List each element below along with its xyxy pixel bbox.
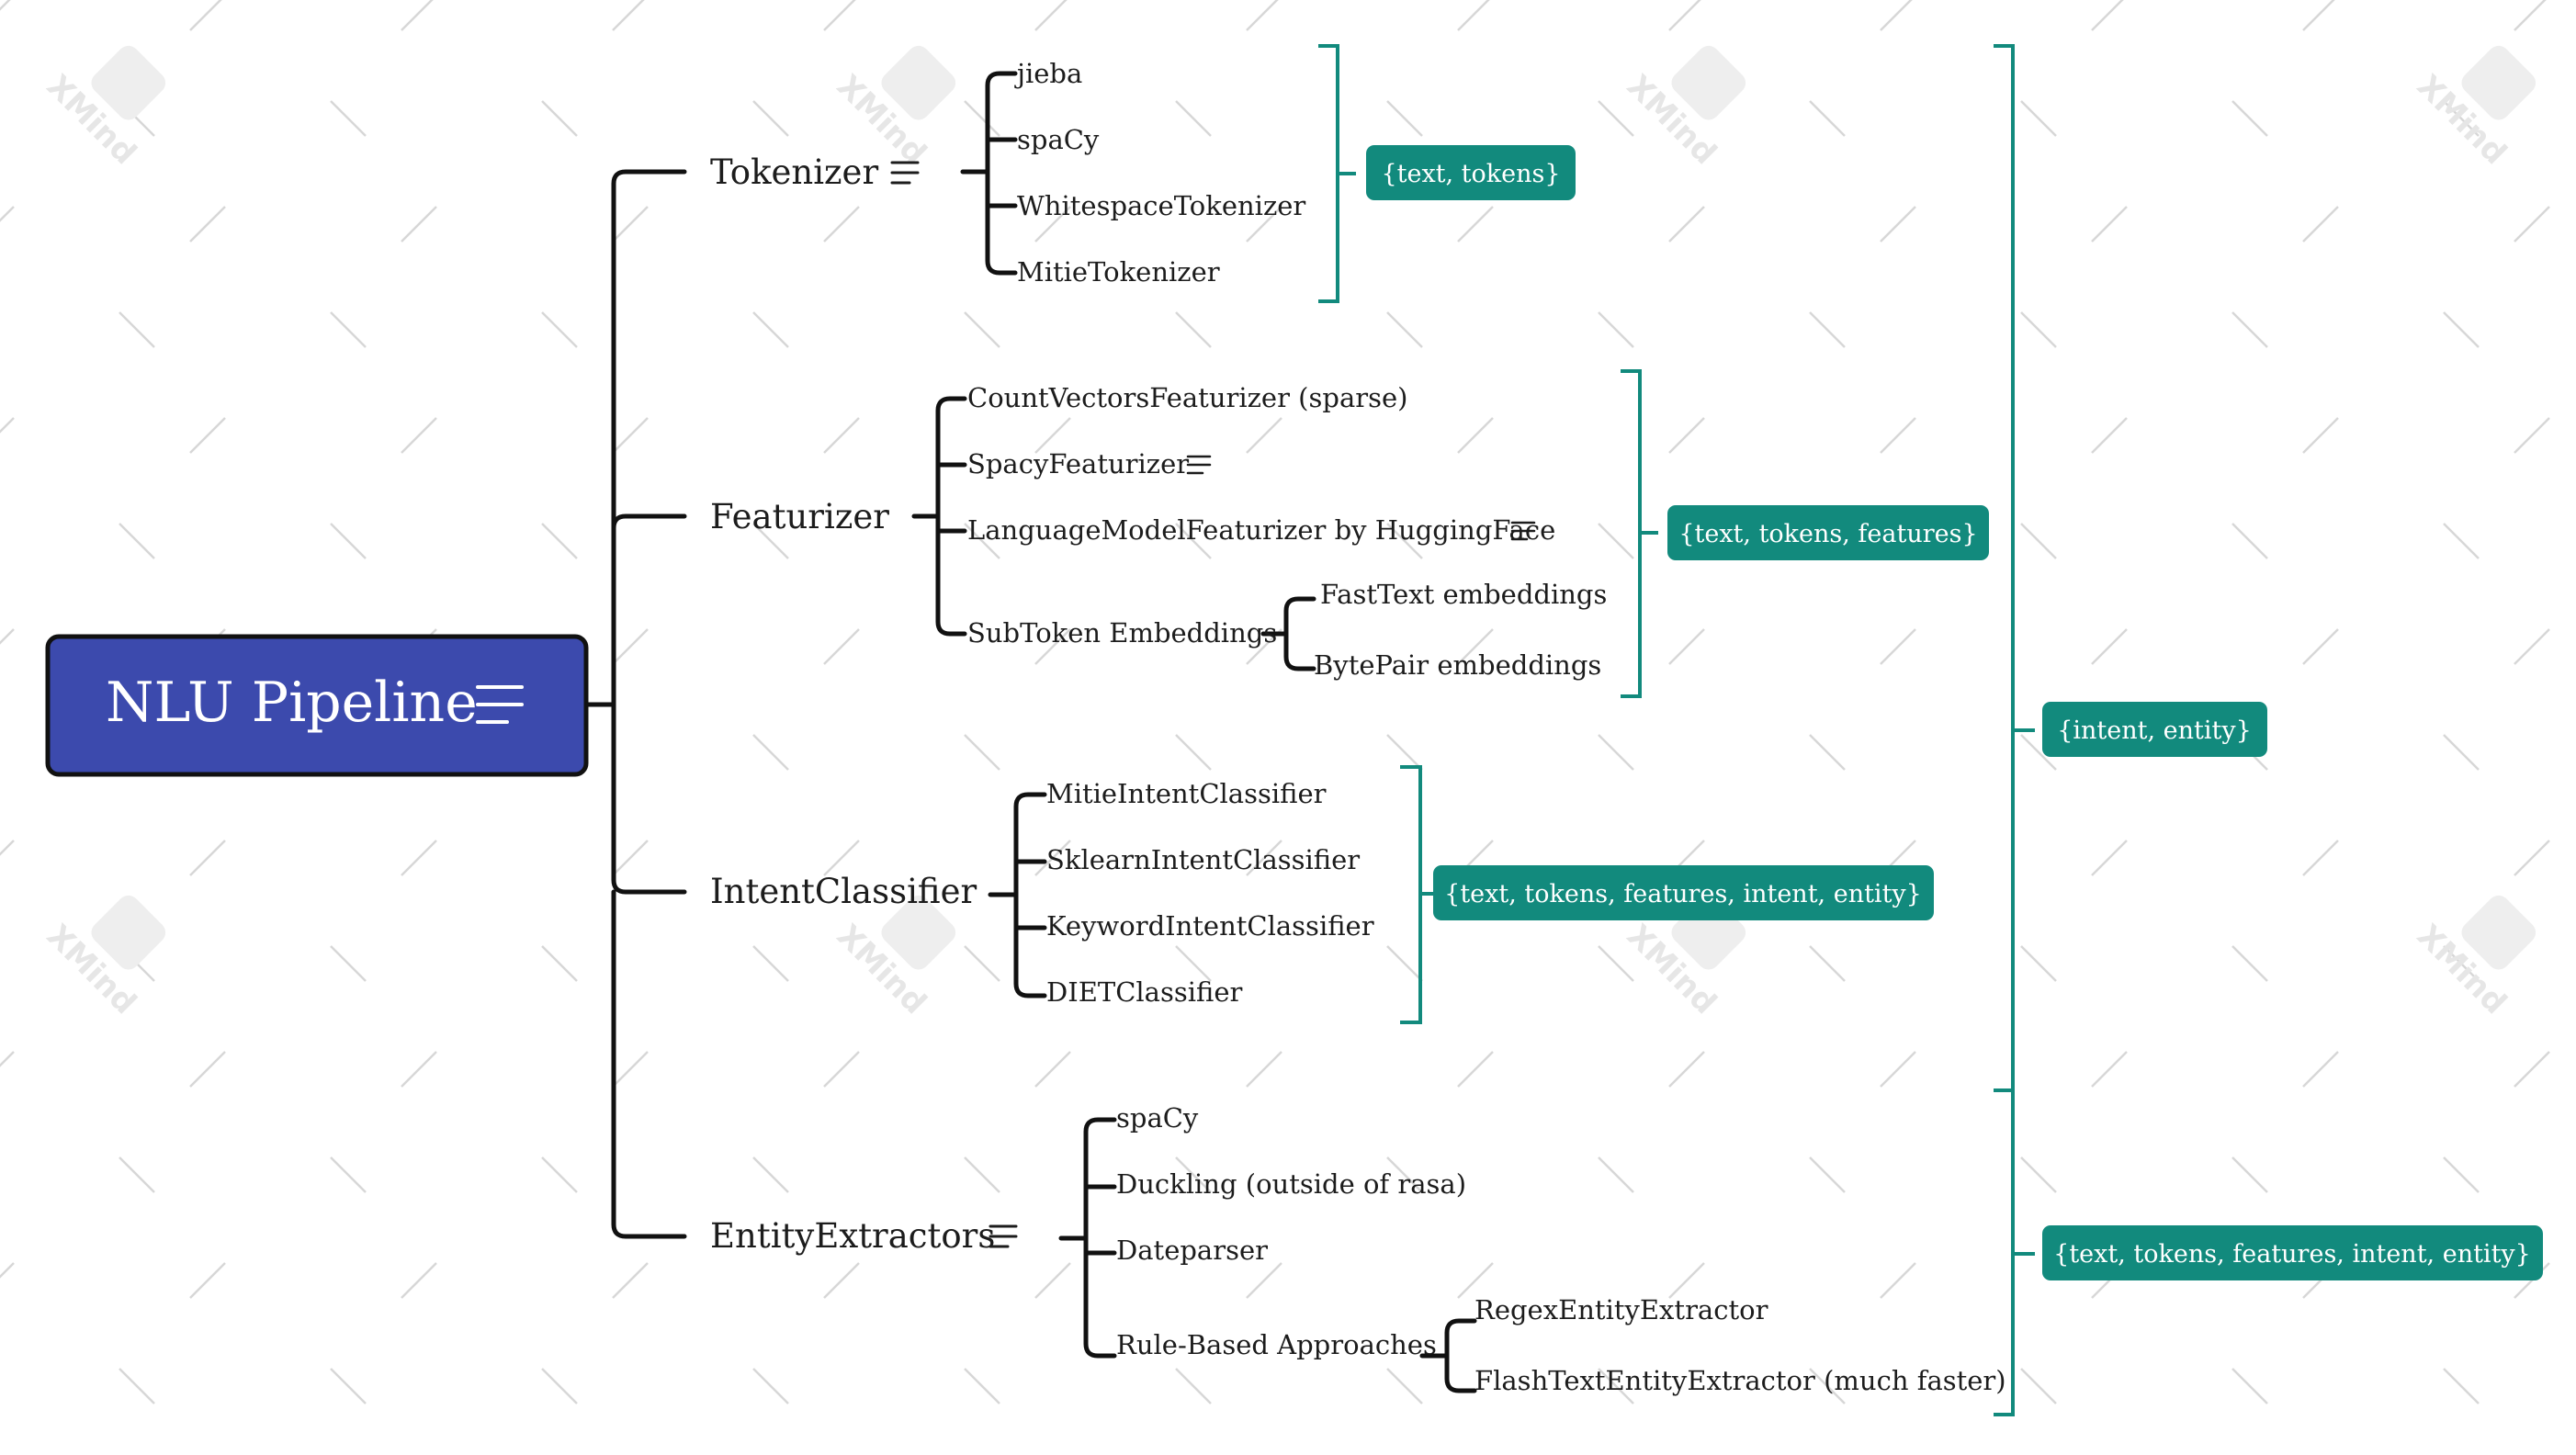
svg-text:{text, tokens, features}: {text, tokens, features} [1678, 520, 1977, 548]
subtoken-child-fasttext[interactable]: FastText embeddings [1320, 579, 1607, 610]
entity-child-duckling[interactable]: Duckling (outside of rasa) [1116, 1168, 1466, 1200]
featurizer-child-subtoken[interactable]: SubToken Embeddings [967, 617, 1277, 649]
tokenizer-child-jieba[interactable]: jieba [1014, 58, 1082, 89]
intent-child-diet[interactable]: DIETClassifier [1046, 976, 1243, 1008]
svg-text:{text, tokens}: {text, tokens} [1381, 160, 1560, 188]
intent-child-keyword[interactable]: KeywordIntentClassifier [1046, 910, 1374, 942]
rulebased-child-flashtext[interactable]: FlashTextEntityExtractor (much faster) [1474, 1365, 2006, 1396]
featurizer-child-spacy[interactable]: SpacyFeaturizer [967, 448, 1189, 479]
root-node[interactable]: NLU Pipeline [45, 634, 589, 777]
branch-featurizer[interactable]: Featurizer [710, 497, 889, 536]
tag-summary-all[interactable]: {text, tokens, features, intent, entity} [2042, 1225, 2543, 1280]
watermark-logo: XMind [830, 45, 956, 172]
svg-text:{intent, entity}: {intent, entity} [2057, 716, 2252, 745]
root-notes-icon[interactable] [476, 685, 524, 724]
branch-entity-extractors[interactable]: EntityExtractors [710, 1216, 995, 1256]
svg-text:{text, tokens, features, inten: {text, tokens, features, intent, entity} [1444, 880, 1922, 908]
tokenizer-notes-icon[interactable] [890, 161, 920, 185]
watermark-logo: XMind [2410, 895, 2536, 1021]
watermark-logo: XMind [2410, 45, 2536, 172]
intent-child-mitie[interactable]: MitieIntentClassifier [1046, 778, 1327, 809]
watermark-logo: XMind [40, 895, 166, 1021]
tokenizer-child-mitie[interactable]: MitieTokenizer [1017, 256, 1220, 288]
watermark-logo: XMind [1620, 45, 1746, 172]
tokenizer-child-spacy[interactable]: spaCy [1017, 124, 1100, 155]
tag-featurizer[interactable]: {text, tokens, features} [1667, 505, 1989, 560]
branch-tokenizer[interactable]: Tokenizer [710, 152, 878, 192]
intent-child-sklearn[interactable]: SklearnIntentClassifier [1046, 844, 1360, 875]
branch-intent-classifier[interactable]: IntentClassifier [710, 872, 977, 911]
featurizer-child-languagemodel[interactable]: LanguageModelFeaturizer by HuggingFace [967, 514, 1555, 546]
watermark-logo: XMind [40, 45, 166, 172]
root-label: NLU Pipeline [106, 671, 478, 735]
rulebased-child-regex[interactable]: RegexEntityExtractor [1474, 1294, 1768, 1325]
spacy-featurizer-notes-icon[interactable] [1186, 455, 1212, 475]
tag-intent-classifier[interactable]: {text, tokens, features, intent, entity} [1433, 865, 1934, 920]
featurizer-child-countvectors[interactable]: CountVectorsFeaturizer (sparse) [967, 382, 1407, 413]
connectors [583, 44, 2035, 1416]
tag-summary-intent-entity[interactable]: {intent, entity} [2042, 702, 2267, 757]
entity-child-dateparser[interactable]: Dateparser [1116, 1235, 1268, 1266]
subtoken-child-bytepair[interactable]: BytePair embeddings [1314, 649, 1601, 681]
svg-text:{text, tokens, features, inten: {text, tokens, features, intent, entity} [2053, 1240, 2531, 1269]
entity-child-rulebased[interactable]: Rule-Based Approaches [1116, 1329, 1437, 1360]
entity-child-spacy[interactable]: spaCy [1116, 1102, 1199, 1134]
tag-tokenizer[interactable]: {text, tokens} [1366, 145, 1576, 200]
tokenizer-child-whitespace[interactable]: WhitespaceTokenizer [1017, 190, 1305, 221]
entity-extractors-notes-icon[interactable] [989, 1224, 1018, 1248]
languagemodel-notes-icon[interactable] [1510, 521, 1536, 541]
